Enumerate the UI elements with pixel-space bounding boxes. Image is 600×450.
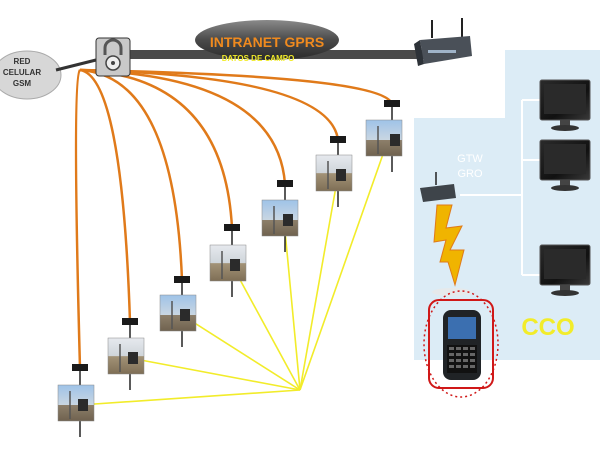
radio-link (299, 176, 339, 391)
cloud-label-line2: CELULAR (3, 68, 41, 77)
logger-box-icon (78, 399, 88, 411)
field-site (57, 364, 95, 437)
router-icon (414, 18, 472, 66)
radio-link (81, 389, 301, 406)
field-site (365, 100, 403, 172)
gateway-router-icon (420, 172, 456, 202)
gsm-cloud: RED CELULAR GSM (0, 50, 62, 100)
banner-title: INTRANET GPRS (210, 34, 324, 50)
antenna-icon (330, 136, 346, 143)
radio-link (131, 357, 301, 391)
antenna-icon (384, 100, 400, 107)
field-site (209, 224, 247, 297)
monitor-icon (539, 244, 591, 296)
cloud-link (55, 58, 97, 72)
banner-subtitle: DATOS DE CAMPO (222, 54, 295, 63)
intranet-banner: INTRANET GPRS DATOS DE CAMPO (195, 20, 339, 63)
logger-box-icon (128, 352, 138, 364)
site-photo (159, 294, 197, 332)
antenna-icon (174, 276, 190, 283)
antenna-icon (277, 180, 293, 187)
cloud-label-line3: GSM (13, 79, 32, 88)
cellular-link (79, 68, 184, 281)
smartphone-icon (443, 310, 481, 380)
site-photo (315, 154, 353, 192)
radio-link (299, 141, 389, 391)
cco-connector-tree (460, 99, 540, 276)
antenna-icon (224, 224, 240, 231)
antenna-icon (122, 318, 138, 325)
logger-box-icon (180, 309, 190, 321)
site-photo (107, 337, 145, 375)
cellular-link (79, 68, 394, 105)
cellular-link (79, 68, 234, 229)
cellular-link (79, 68, 132, 323)
gateway-label-line2: GRO (457, 168, 483, 180)
cloud-label-line1: RED (14, 57, 31, 66)
logger-box-icon (390, 134, 400, 146)
logger-box-icon (230, 259, 240, 271)
lightning-icon (432, 204, 472, 296)
cellular-link (74, 69, 82, 369)
monitor-icon (539, 139, 591, 191)
monitor-icon (539, 79, 591, 131)
gateway: GTW GRO (457, 153, 483, 180)
site-photo (209, 244, 247, 282)
field-site (261, 180, 299, 252)
cco-label: CCO (521, 314, 574, 341)
logger-box-icon (336, 169, 346, 181)
field-site (107, 318, 145, 390)
field-site (159, 276, 197, 347)
logger-box-icon (283, 214, 293, 226)
gateway-label-line1: GTW (457, 153, 483, 165)
radio-link (232, 266, 301, 391)
antenna-icon (72, 364, 88, 371)
field-site (315, 136, 353, 207)
padlock-icon (95, 37, 131, 77)
site-photo (57, 384, 95, 422)
radio-link (183, 315, 301, 391)
radio-link (283, 221, 301, 391)
smartphone-highlight (423, 290, 499, 398)
